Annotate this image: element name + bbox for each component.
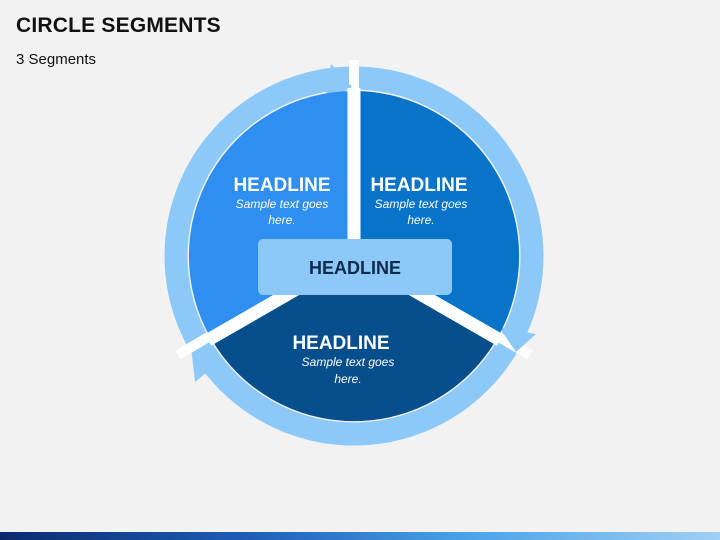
bottom-accent-bar: [0, 532, 720, 540]
segment-bottom-headline: HEADLINE: [292, 333, 389, 354]
segment-left-headline: HEADLINE: [233, 175, 330, 196]
arrow-head-left: [192, 355, 222, 382]
segment-right-text-line1: Sample text goes: [375, 197, 468, 211]
page-title: CIRCLE SEGMENTS: [16, 14, 221, 37]
center-box: [258, 239, 452, 295]
segment-bottom-text-line2: here.: [334, 372, 361, 386]
arrow-head-right: [499, 327, 536, 352]
segment-left-text-line2: here.: [268, 213, 295, 227]
segment-right-headline: HEADLINE: [370, 175, 467, 196]
segment-left-text-line1: Sample text goes: [236, 197, 329, 211]
segment-right-text-line2: here.: [407, 213, 434, 227]
center-headline: HEADLINE: [309, 258, 401, 278]
page-subtitle: 3 Segments: [16, 51, 97, 68]
segment-bottom-text-line1: Sample text goes: [302, 355, 395, 369]
